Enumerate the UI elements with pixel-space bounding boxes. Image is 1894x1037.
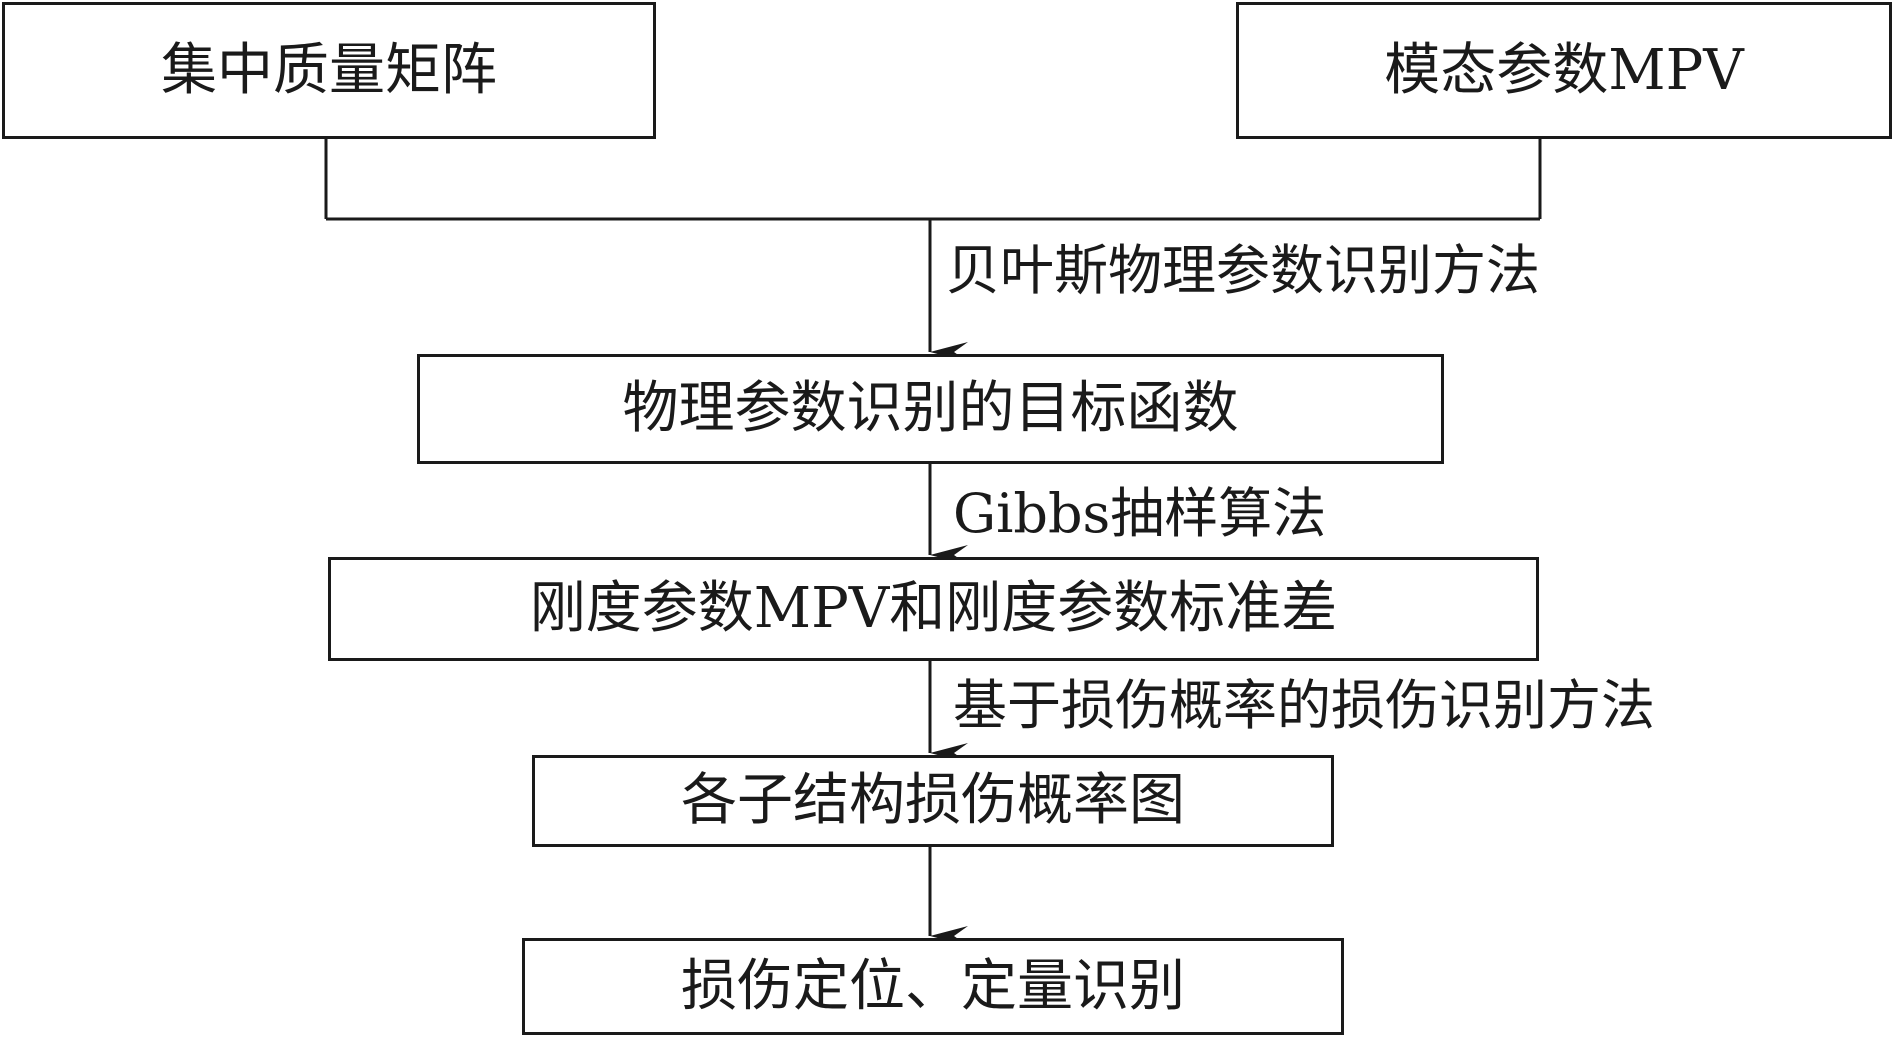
damage-probability-map-box: 各子结构损伤概率图 bbox=[532, 755, 1334, 847]
final-identification-label: 损伤定位、定量识别 bbox=[681, 953, 1185, 1019]
objective-function-box: 物理参数识别的目标函数 bbox=[417, 354, 1444, 464]
final-identification-box: 损伤定位、定量识别 bbox=[522, 938, 1344, 1035]
gibbs-sampling-label: Gibbs抽样算法 bbox=[953, 482, 1327, 545]
objective-function-label: 物理参数识别的目标函数 bbox=[622, 376, 1239, 441]
modal-parameter-box: 模态参数MPV bbox=[1236, 2, 1892, 139]
stiffness-parameter-box: 刚度参数MPV和刚度参数标准差 bbox=[328, 557, 1539, 661]
mass-matrix-box: 集中质量矩阵 bbox=[2, 2, 656, 139]
bayes-method-label: 贝叶斯物理参数识别方法 bbox=[946, 239, 1540, 302]
modal-parameter-label: 模态参数MPV bbox=[1384, 37, 1744, 103]
damage-probability-map-label: 各子结构损伤概率图 bbox=[681, 768, 1185, 833]
mass-matrix-label: 集中质量矩阵 bbox=[161, 37, 497, 103]
damage-probability-method-label: 基于损伤概率的损伤识别方法 bbox=[953, 674, 1655, 737]
stiffness-parameter-label: 刚度参数MPV和刚度参数标准差 bbox=[529, 576, 1338, 641]
